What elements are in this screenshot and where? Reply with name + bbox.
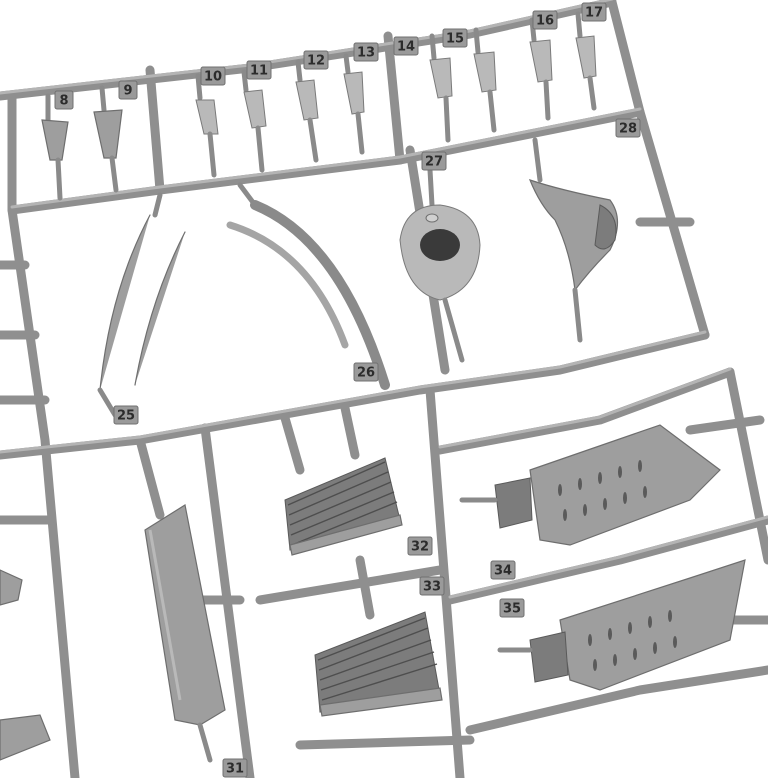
part-number-10: 10 (200, 66, 226, 86)
part-number-label: 28 (619, 122, 637, 137)
part-number-box (54, 90, 74, 110)
perforated-panel-34 (459, 424, 721, 546)
part-number-label: 12 (307, 54, 325, 69)
part-number-label: 25 (117, 409, 135, 424)
part-number-label: 8 (59, 94, 68, 109)
part-number-label: 10 (204, 70, 222, 85)
part-number-label: 32 (411, 540, 429, 555)
small-parts-row (41, 11, 597, 201)
part-number-box (353, 362, 379, 382)
part-number-32: 32 (407, 536, 433, 556)
part-number-box (113, 405, 139, 425)
part-number-25: 25 (113, 405, 139, 425)
part-number-label: 16 (536, 14, 554, 29)
part-number-17: 17 (581, 2, 607, 22)
part-number-box (532, 10, 558, 30)
part-number-box (421, 151, 447, 171)
part-number-27: 27 (421, 151, 447, 171)
part-number-35: 35 (499, 598, 525, 618)
cup-part-27 (399, 167, 481, 363)
part-number-box (222, 758, 248, 778)
part-number-31: 31 (222, 758, 248, 778)
arched-frame-parts (97, 182, 390, 418)
part-number-28: 28 (615, 118, 641, 138)
part-number-box (581, 2, 607, 22)
part-number-15: 15 (442, 28, 468, 48)
part-number-8: 8 (54, 90, 74, 110)
left-edge-parts (0, 569, 51, 761)
part-number-box (442, 28, 468, 48)
panel-part-31 (144, 504, 226, 763)
part-number-box (200, 66, 226, 86)
part-number-14: 14 (393, 36, 419, 56)
part-number-box (353, 42, 379, 62)
part-number-box (490, 560, 516, 580)
perforated-panel-35 (497, 559, 746, 691)
part-number-label: 14 (397, 40, 415, 55)
part-number-label: 33 (423, 580, 441, 595)
part-number-9: 9 (118, 80, 138, 100)
saddle-part-28 (528, 137, 619, 343)
part-number-tags: 8 9 10 11 12 13 14 15 16 17 25 26 27 28 31 32 33 34 35 (54, 2, 641, 778)
part-number-label: 13 (357, 46, 375, 61)
part-number-box (118, 80, 138, 100)
part-number-label: 17 (585, 6, 603, 21)
part-number-label: 31 (226, 762, 244, 777)
part-number-label: 35 (503, 602, 521, 617)
part-number-11: 11 (246, 60, 272, 80)
part-number-box (393, 36, 419, 56)
part-number-box (303, 50, 329, 70)
finned-part-33 (314, 611, 443, 717)
part-number-label: 11 (250, 64, 268, 79)
part-number-box (499, 598, 525, 618)
part-number-12: 12 (303, 50, 329, 70)
part-number-34: 34 (490, 560, 516, 580)
part-number-13: 13 (353, 42, 379, 62)
part-number-26: 26 (353, 362, 379, 382)
part-number-box (615, 118, 641, 138)
part-number-label: 9 (123, 84, 132, 99)
part-number-label: 26 (357, 366, 375, 381)
part-number-label: 27 (425, 155, 443, 170)
part-number-label: 15 (446, 32, 464, 47)
finned-part-32 (284, 457, 403, 556)
part-number-16: 16 (532, 10, 558, 30)
part-number-33: 33 (419, 576, 445, 596)
part-number-box (407, 536, 433, 556)
part-number-box (419, 576, 445, 596)
part-number-label: 34 (494, 564, 512, 579)
part-number-box (246, 60, 272, 80)
